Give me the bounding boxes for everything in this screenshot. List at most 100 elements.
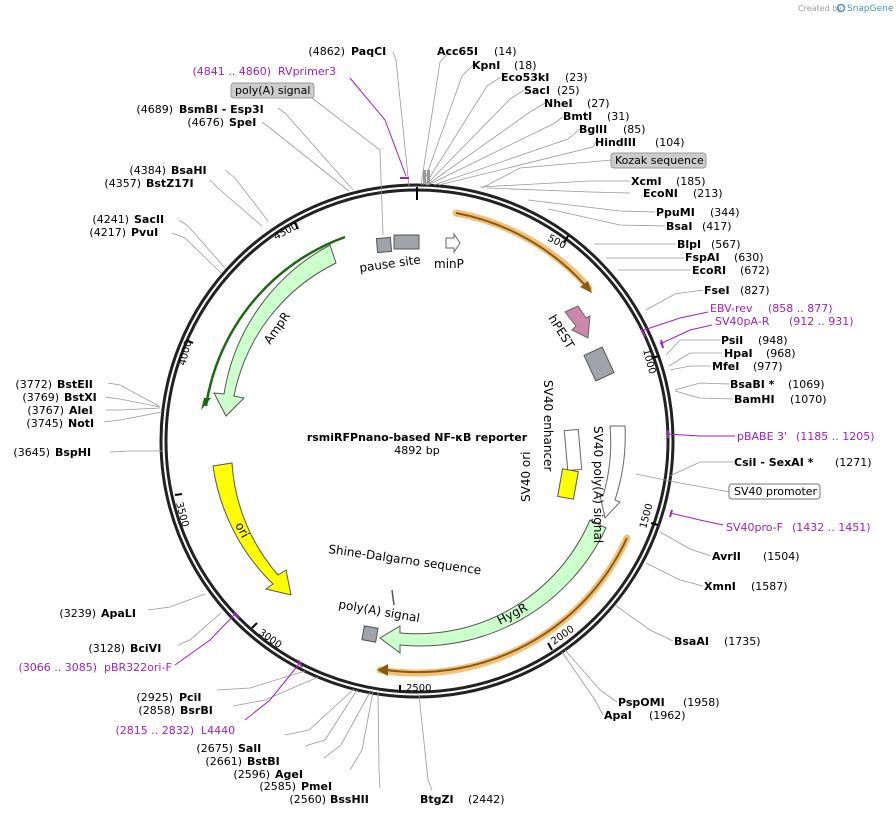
site-name[interactable]: BssHII	[330, 793, 369, 806]
site-name[interactable]: ApaI	[604, 709, 632, 722]
sv40-promoter-feature[interactable]	[599, 425, 626, 520]
site-pos: (2560)	[289, 793, 326, 806]
site-name[interactable]: PaqCI	[351, 45, 386, 58]
site-name[interactable]: PpuMI	[656, 206, 695, 219]
kozak-sequence-box[interactable]	[610, 152, 707, 169]
hygr-feature[interactable]	[379, 519, 607, 654]
feature-label-sv40-polya: SV40 poly(A) signal	[591, 426, 605, 543]
site-name[interactable]: BstEII	[57, 378, 93, 391]
site-name[interactable]: EcoNI	[643, 187, 678, 200]
site-name[interactable]: BsaAI	[674, 635, 709, 648]
primer-range: (3066 .. 3085)	[18, 661, 97, 674]
site-name[interactable]: SpeI	[229, 116, 256, 129]
pause-site-feature[interactable]	[375, 236, 393, 254]
site-name[interactable]: Acc65I	[437, 45, 478, 58]
primer-name[interactable]: L4440	[201, 724, 235, 737]
site-name[interactable]: NotI	[68, 417, 94, 430]
hpest-feature[interactable]	[564, 305, 591, 339]
ampr-outline-head-icon	[201, 398, 211, 410]
site-name[interactable]: AgeI	[275, 768, 303, 781]
sv40-ori-feature[interactable]	[557, 468, 579, 500]
site-name[interactable]: BmtI	[563, 110, 592, 123]
site-pos: (2858)	[138, 704, 175, 717]
site-name[interactable]: BglII	[579, 123, 607, 136]
primer-range: (858 .. 877)	[768, 302, 833, 315]
site-name[interactable]: CsiI - SexAI *	[734, 456, 814, 469]
site-name[interactable]: PmeI	[301, 780, 332, 793]
site-name[interactable]: SacII	[134, 213, 164, 226]
site-pos: (2585)	[259, 780, 296, 793]
feature-label-sv40-enhancer: SV40 enhancer	[541, 380, 555, 471]
site-name[interactable]: XmnI	[704, 580, 736, 593]
hygr-orf-line[interactable]	[385, 537, 628, 674]
site-name[interactable]: HpaI	[724, 347, 753, 360]
site-name[interactable]: AleI	[69, 404, 93, 417]
site-name[interactable]: XcmI	[631, 175, 662, 188]
site-name[interactable]: BsaBI *	[730, 378, 775, 391]
site-name[interactable]: BciVI	[130, 642, 161, 655]
site-pos: (185)	[676, 175, 706, 188]
site-pos: (977)	[753, 360, 783, 373]
credit-brand: SnapGene	[847, 4, 894, 14]
site-name[interactable]: MfeI	[712, 360, 739, 373]
site-name[interactable]: PvuI	[131, 226, 158, 239]
site-name[interactable]: BsrBI	[180, 704, 213, 717]
site-name[interactable]: SalI	[238, 742, 261, 755]
sv40-enhancer-feature[interactable]	[563, 428, 583, 472]
primer-name[interactable]: RVprimer3	[278, 65, 336, 78]
snapgene-logo-icon	[836, 3, 846, 13]
site-pos: (1587)	[751, 580, 788, 593]
site-name[interactable]: BstZ17I	[146, 177, 194, 190]
feature-label-pause-site: pause site	[358, 253, 421, 275]
site-name[interactable]: SacI	[524, 84, 550, 97]
shine-dalgarno-feature[interactable]	[391, 589, 395, 606]
site-name[interactable]: HindIII	[595, 136, 636, 149]
primer-name[interactable]: pBR322ori-F	[104, 661, 172, 674]
site-name[interactable]: PspOMI	[618, 696, 665, 709]
primer-name[interactable]: EBV-rev	[710, 302, 753, 315]
site-pos: (4217)	[89, 226, 126, 239]
polya-bottom-feature[interactable]	[361, 625, 379, 643]
primer-name[interactable]: SV40pA-R	[715, 315, 770, 328]
site-name[interactable]: NheI	[544, 97, 573, 110]
site-pos: (3767)	[27, 404, 64, 417]
site-name[interactable]: BlpI	[677, 238, 701, 251]
primer-name[interactable]: pBABE 3'	[737, 430, 787, 443]
minp-feature[interactable]	[445, 232, 461, 254]
ori-feature[interactable]	[212, 462, 292, 596]
site-pos: (1070)	[790, 393, 827, 406]
site-name[interactable]: KpnI	[472, 59, 500, 72]
site-name[interactable]: BspHI	[55, 446, 91, 459]
reporter-arrow-head-icon	[580, 281, 592, 293]
site-name[interactable]: FspAI	[685, 251, 720, 264]
ampr-feature[interactable]	[213, 244, 337, 417]
site-name[interactable]: AvrII	[712, 550, 741, 563]
polya-signal-feature[interactable]	[393, 234, 420, 250]
site-name[interactable]: EcoRI	[692, 264, 726, 277]
site-pos: (4241)	[92, 213, 129, 226]
site-name[interactable]: BsaHI	[171, 164, 207, 177]
site-pos: (1735)	[724, 635, 761, 648]
site-pos: (4676)	[187, 116, 224, 129]
reporter-orf-arrow[interactable]	[455, 212, 585, 285]
site-pos: (2925)	[136, 691, 173, 704]
site-name[interactable]: BtgZI	[420, 793, 454, 806]
sv40-promoter-box[interactable]	[728, 483, 821, 500]
site-name[interactable]: BstXI	[64, 391, 97, 404]
site-name[interactable]: BstBI	[247, 755, 280, 768]
feature-label-minp: minP	[434, 257, 464, 271]
site-name[interactable]: PciI	[179, 691, 201, 704]
site-name[interactable]: PsiI	[721, 334, 743, 347]
plasmid-length: 4892 bp	[394, 444, 439, 457]
site-name[interactable]: FseI	[704, 284, 730, 297]
primer-name[interactable]: SV40pro-F	[726, 521, 783, 534]
site-name[interactable]: BamHI	[734, 393, 775, 406]
site-pos: (25)	[557, 84, 580, 97]
site-name[interactable]: Eco53kI	[501, 71, 549, 84]
site-name[interactable]: BsmBI - Esp3I	[179, 103, 264, 116]
site-name[interactable]: BsaI	[666, 220, 692, 233]
site-name[interactable]: ApaLI	[101, 607, 136, 620]
sv40-polya-feature[interactable]	[583, 346, 615, 382]
polya-signal-box[interactable]	[230, 82, 315, 99]
